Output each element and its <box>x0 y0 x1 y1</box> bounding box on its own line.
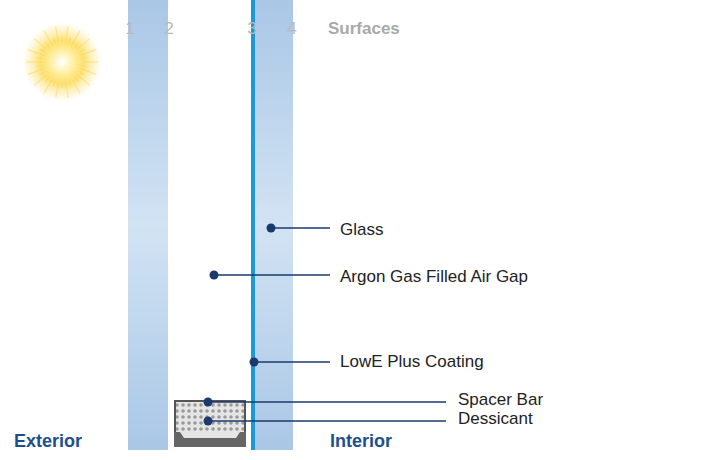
surface-number: 4 <box>287 20 296 37</box>
surfaces-heading: Surfaces <box>328 20 400 37</box>
callout-label: Glass <box>340 221 383 238</box>
surface-number: 2 <box>164 20 173 37</box>
surface-number: 1 <box>125 20 134 37</box>
callout-label: LowE Plus Coating <box>340 353 484 370</box>
callout-label: Spacer Bar <box>458 391 543 408</box>
outer-glass-pane <box>128 0 168 450</box>
callout-label: Dessicant <box>458 410 533 427</box>
side-label: Exterior <box>14 432 82 450</box>
lowe-coating <box>251 0 255 450</box>
sun <box>22 22 102 102</box>
callout-label: Argon Gas Filled Air Gap <box>340 268 528 285</box>
inner-glass-pane <box>252 0 293 450</box>
surface-number: 3 <box>247 20 256 37</box>
spacer-base <box>174 432 246 447</box>
desiccant-fill <box>180 432 240 438</box>
side-label: Interior <box>330 432 392 450</box>
spacer-bar <box>175 401 245 439</box>
leader-lines <box>204 224 447 426</box>
